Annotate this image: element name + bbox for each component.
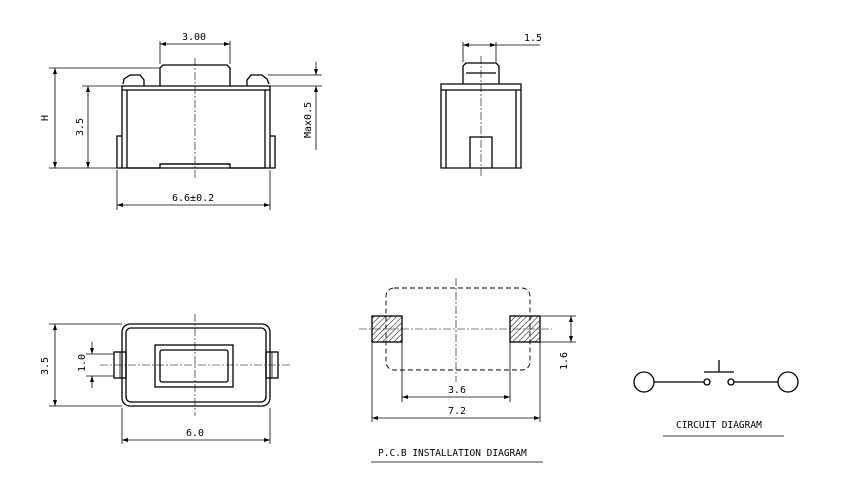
bottom-view bbox=[100, 314, 290, 416]
dim-pcb-inner: 3.6 bbox=[448, 385, 466, 396]
front-view bbox=[116, 58, 276, 178]
circuit-diagram: CIRCUIT DIAGRAM bbox=[633, 360, 799, 437]
side-view bbox=[440, 56, 522, 178]
dim-pcb-outer: 7.2 bbox=[448, 406, 466, 417]
pcb-diagram: 1.6 3.6 7.2 P.C.B INSTALLATION DIAGRAM bbox=[359, 278, 576, 463]
dim-bottom-width: 6.0 bbox=[186, 428, 204, 439]
dim-bottom-height: 3.5 bbox=[40, 357, 51, 375]
dim-body-height: 3.5 bbox=[75, 118, 86, 136]
circuit-caption: CIRCUIT DIAGRAM bbox=[676, 420, 762, 431]
dim-side-width: 1.5 bbox=[524, 33, 542, 44]
bottom-dims: 3.5 1.0 6.0 bbox=[40, 323, 271, 444]
dim-front-width: 6.6±0.2 bbox=[172, 193, 214, 204]
dim-top-width: 3.00 bbox=[182, 32, 206, 43]
dim-height-label: H bbox=[40, 115, 51, 121]
dim-stem-height: Max0.5 bbox=[303, 102, 314, 138]
dim-pcb-pad: 1.6 bbox=[559, 352, 570, 370]
pcb-caption: P.C.B INSTALLATION DIAGRAM bbox=[378, 448, 527, 459]
side-dims: 1.5 bbox=[462, 33, 542, 62]
front-dims: 3.00 H 3.5 Max0.5 6.6±0.2 bbox=[40, 32, 322, 210]
dim-pad-height: 1.0 bbox=[77, 354, 88, 372]
